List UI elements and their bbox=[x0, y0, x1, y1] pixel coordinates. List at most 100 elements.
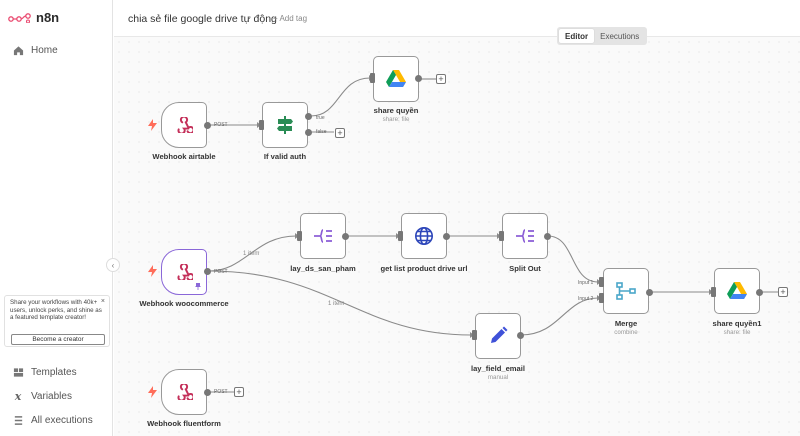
node-label: If valid auth bbox=[263, 152, 307, 161]
input-port[interactable] bbox=[398, 231, 403, 241]
sidebar-collapse-button[interactable]: ‹ bbox=[106, 258, 120, 272]
node-webhook-woocommerce[interactable] bbox=[161, 249, 207, 295]
node-if-valid-auth[interactable] bbox=[262, 102, 308, 148]
pin-icon bbox=[195, 283, 201, 290]
trigger-bolt-icon bbox=[148, 386, 157, 398]
add-node-button[interactable]: + bbox=[436, 74, 446, 84]
add-tag-button[interactable]: + Add tag bbox=[273, 14, 308, 23]
google-drive-icon bbox=[386, 70, 406, 87]
sidebar-item-variables[interactable]: x Variables bbox=[12, 389, 72, 403]
output-port[interactable] bbox=[756, 289, 763, 296]
chevron-left-icon: ‹ bbox=[111, 260, 115, 270]
sidebar-item-home[interactable]: Home bbox=[12, 44, 58, 56]
node-share-quyen1[interactable] bbox=[714, 268, 760, 314]
add-node-button[interactable]: + bbox=[234, 387, 244, 397]
trigger-bolt-icon bbox=[148, 265, 157, 277]
pencil-icon bbox=[491, 326, 508, 343]
node-label: share quyền1 bbox=[712, 319, 762, 328]
node-label: Webhook woocommerce bbox=[139, 299, 229, 308]
logo-icon bbox=[8, 12, 31, 23]
output-label: POST bbox=[214, 122, 228, 128]
executions-icon bbox=[12, 414, 24, 426]
plus-icon: + bbox=[438, 74, 444, 84]
trigger-bolt-icon bbox=[148, 119, 157, 131]
node-split-out[interactable] bbox=[502, 213, 548, 259]
output-port-true[interactable] bbox=[305, 113, 312, 120]
node-subtitle: combine bbox=[614, 329, 638, 336]
node-webhook-fluentform[interactable] bbox=[161, 369, 207, 415]
output-port[interactable] bbox=[517, 332, 524, 339]
merge-icon bbox=[616, 282, 636, 300]
input-port[interactable] bbox=[499, 231, 504, 241]
promo-close-icon[interactable]: × bbox=[100, 298, 105, 305]
input-port[interactable] bbox=[370, 73, 375, 83]
output-port[interactable] bbox=[646, 289, 653, 296]
connection-split-to-merge bbox=[547, 235, 599, 283]
output-port[interactable] bbox=[415, 75, 422, 82]
node-get-list-product[interactable] bbox=[401, 213, 447, 259]
tab-executions[interactable]: Executions bbox=[600, 32, 640, 41]
input-port-2[interactable] bbox=[599, 293, 604, 303]
input-port[interactable] bbox=[297, 231, 302, 241]
input-port[interactable] bbox=[259, 120, 264, 130]
output-port[interactable] bbox=[204, 268, 211, 275]
code-transform-icon bbox=[314, 229, 332, 243]
node-merge[interactable] bbox=[603, 268, 649, 314]
output-port[interactable] bbox=[544, 233, 551, 240]
connection-woo-to-lay-field bbox=[208, 270, 472, 336]
split-out-icon bbox=[516, 229, 534, 243]
output-port[interactable] bbox=[204, 122, 211, 129]
plus-icon: + bbox=[780, 287, 786, 297]
output-port-false[interactable] bbox=[305, 129, 312, 136]
n8n-logo[interactable]: n8n bbox=[8, 10, 59, 25]
node-label: lay_field_email bbox=[470, 364, 526, 373]
node-webhook-airtable[interactable] bbox=[161, 102, 207, 148]
item-count-label: 1 item bbox=[328, 301, 345, 307]
sidebar-item-label: Templates bbox=[31, 366, 77, 378]
sidebar-item-label: All executions bbox=[31, 414, 93, 426]
output-port[interactable] bbox=[342, 233, 349, 240]
promo-text: Share your workflows with 40k+ users, un… bbox=[10, 299, 102, 322]
node-lay-ds-san-pham[interactable] bbox=[300, 213, 346, 259]
input-2-label: Input 2 bbox=[578, 296, 594, 302]
node-label: Webhook fluentform bbox=[147, 419, 221, 428]
if-branch-icon bbox=[277, 116, 293, 134]
item-count-label: 1 item bbox=[243, 251, 260, 257]
sidebar-item-templates[interactable]: Templates bbox=[12, 366, 77, 378]
add-node-button[interactable]: + bbox=[335, 128, 345, 138]
input-port[interactable] bbox=[711, 287, 716, 297]
sidebar-item-label: Variables bbox=[31, 390, 72, 402]
webhook-icon bbox=[177, 117, 193, 133]
sidebar-item-label: Home bbox=[31, 44, 58, 56]
templates-icon bbox=[12, 366, 24, 378]
output-port[interactable] bbox=[204, 389, 211, 396]
home-icon bbox=[12, 44, 24, 56]
add-node-button[interactable]: + bbox=[778, 287, 788, 297]
creator-promo-card: Share your workflows with 40k+ users, un… bbox=[4, 295, 110, 347]
sidebar-item-all-executions[interactable]: All executions bbox=[12, 414, 93, 426]
node-label: share quyền bbox=[373, 106, 419, 115]
webhook-icon bbox=[177, 264, 193, 280]
input-port-1[interactable] bbox=[599, 277, 604, 287]
sidebar: n8n Home ‹ Share your workflows with 40k… bbox=[0, 0, 120, 436]
become-creator-button[interactable]: Become a creator bbox=[11, 334, 105, 345]
workflow-title[interactable]: chia sẻ file google drive tự động bbox=[128, 13, 277, 25]
plus-icon: + bbox=[337, 128, 343, 138]
node-label: get list product drive url bbox=[380, 264, 468, 273]
output-port[interactable] bbox=[443, 233, 450, 240]
node-label: Merge bbox=[614, 319, 638, 328]
logo-text: n8n bbox=[36, 10, 60, 25]
node-subtitle: share: file bbox=[382, 116, 410, 123]
tab-editor[interactable]: Editor bbox=[559, 29, 595, 43]
input-port[interactable] bbox=[472, 330, 477, 340]
node-subtitle: manual bbox=[487, 374, 509, 381]
globe-icon bbox=[415, 227, 433, 245]
node-lay-field-email[interactable] bbox=[475, 313, 521, 359]
connection-if-true-to-share bbox=[310, 77, 371, 117]
node-share-quyen[interactable] bbox=[373, 56, 419, 102]
true-label: true bbox=[316, 115, 325, 121]
google-drive-icon bbox=[727, 282, 747, 299]
connection-woo-to-lay-ds bbox=[208, 235, 297, 272]
variables-icon: x bbox=[14, 389, 22, 403]
